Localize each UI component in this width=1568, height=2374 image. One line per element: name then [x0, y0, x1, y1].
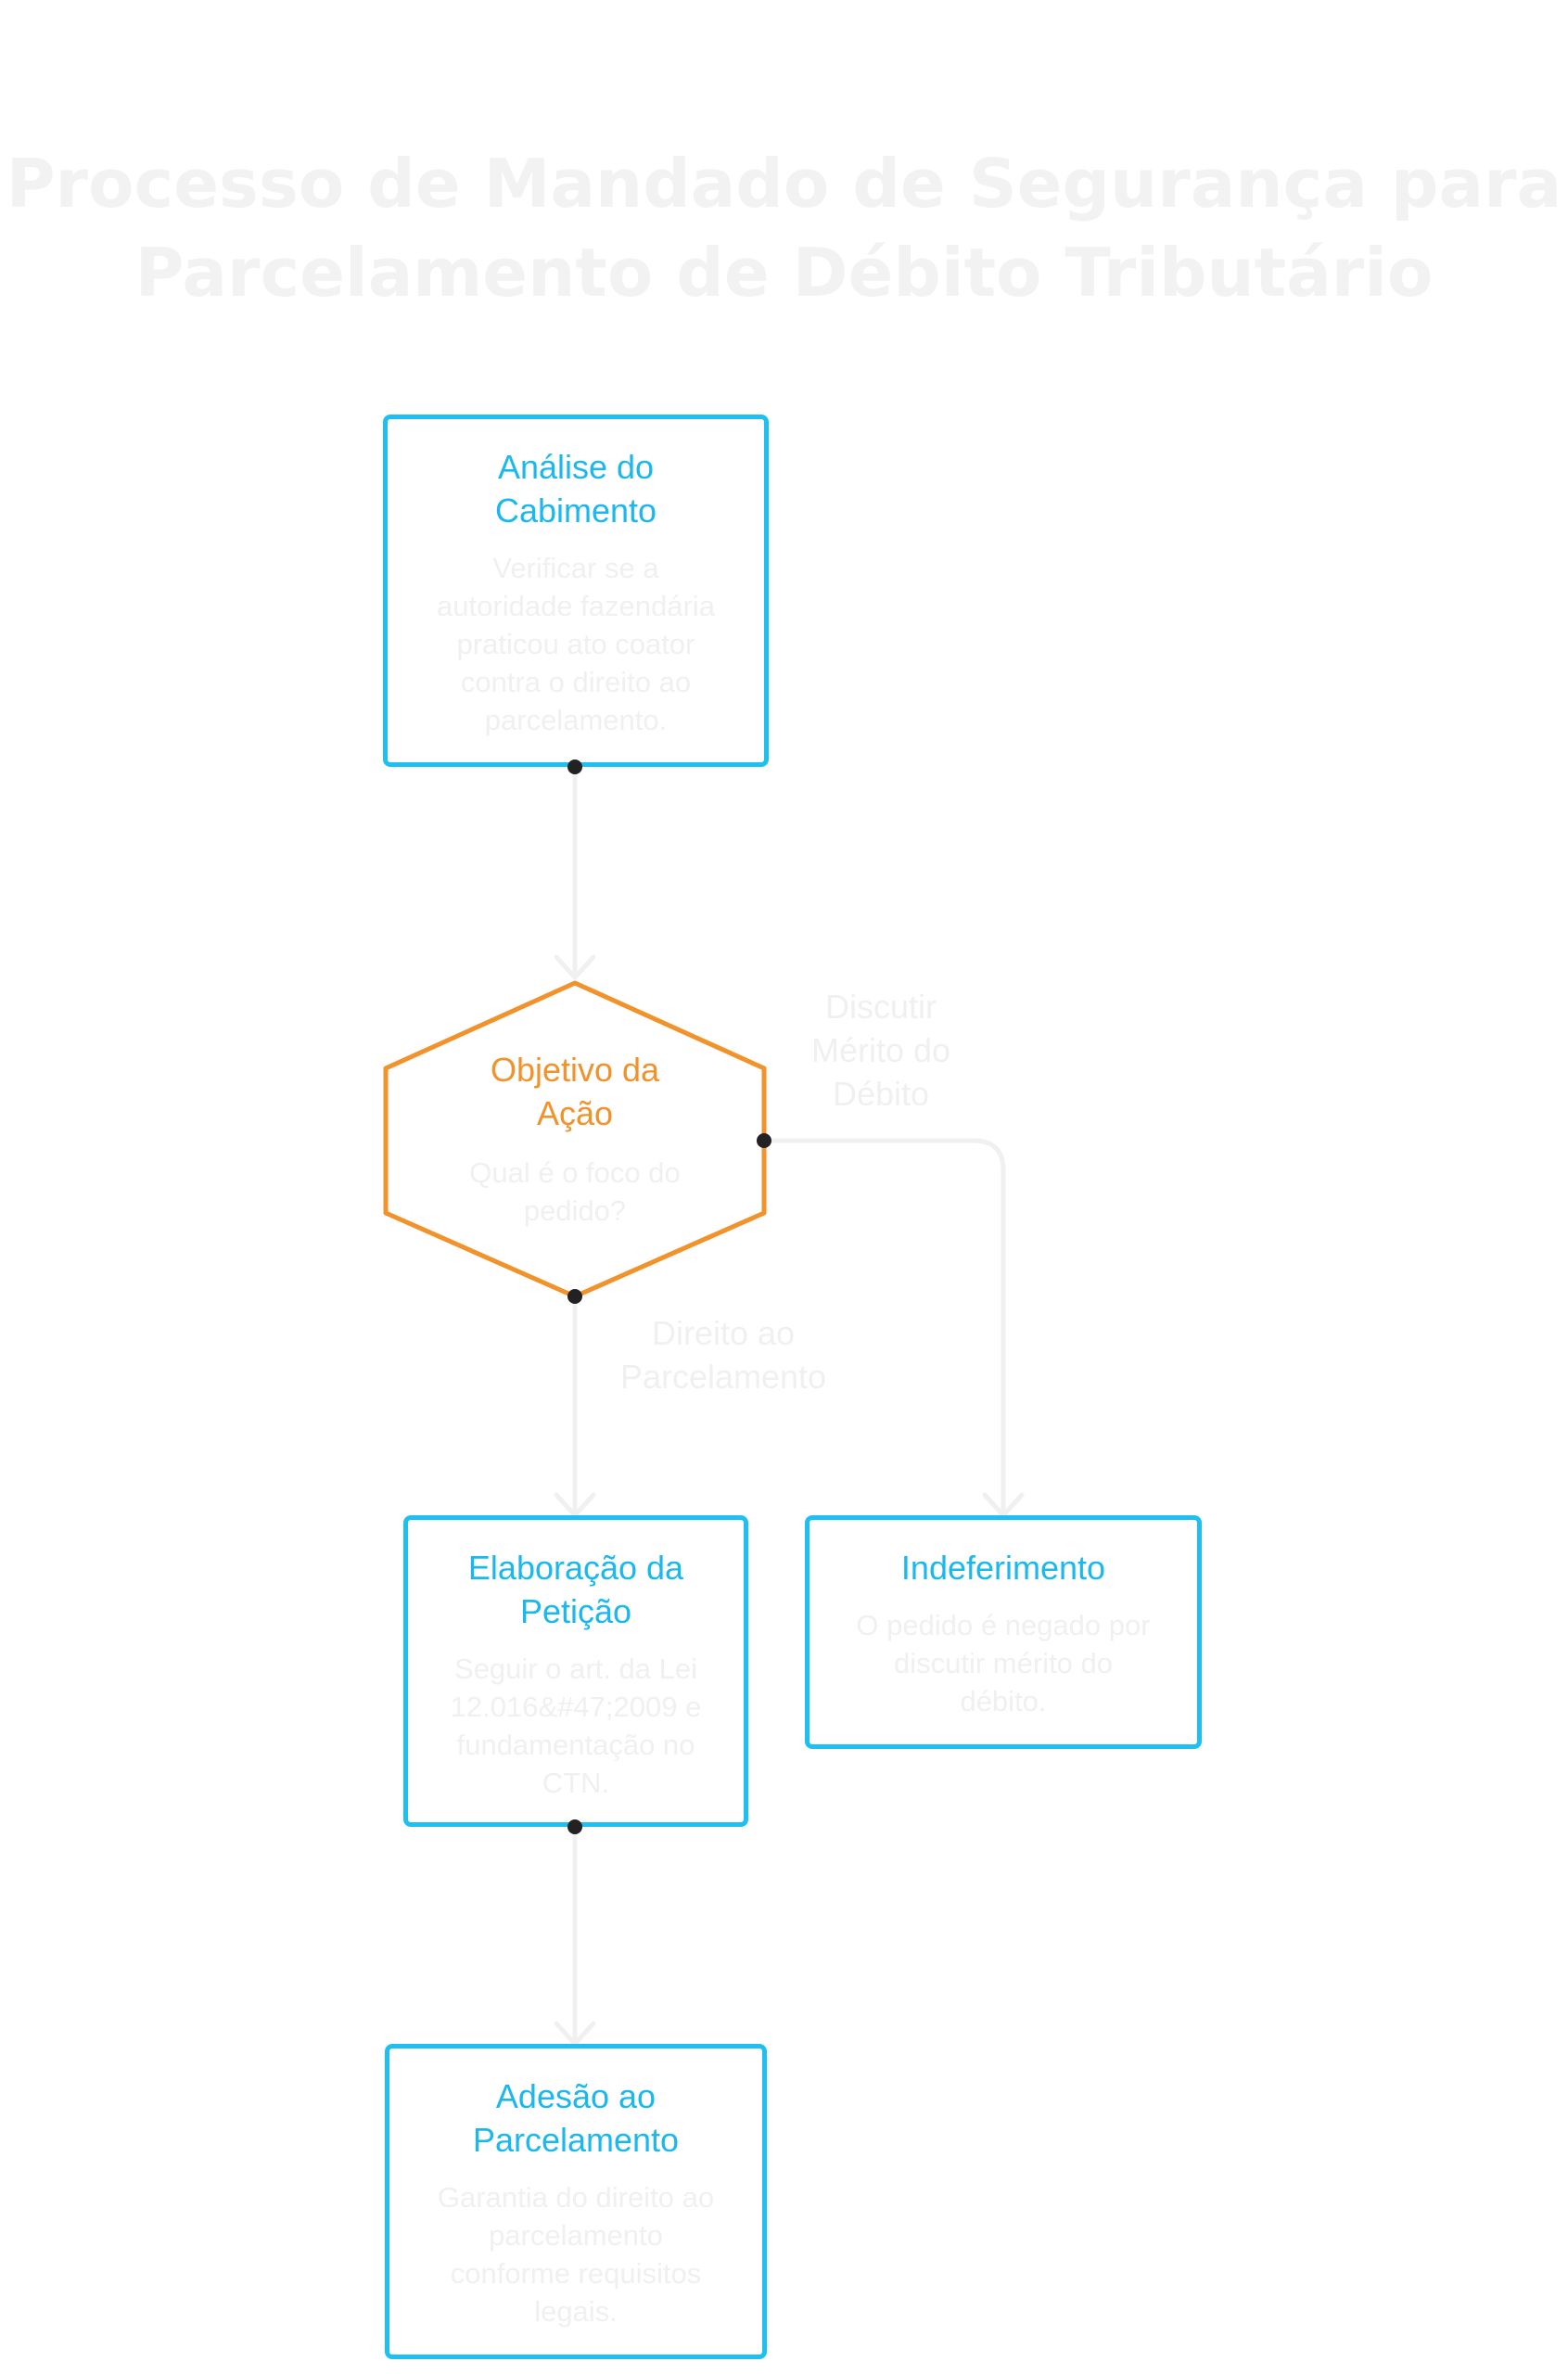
- title-line-1: Processo de Mandado de Segurança para: [6, 145, 1562, 223]
- node-title: Análise do Cabimento: [494, 448, 657, 530]
- node-title: Indeferimento: [900, 1549, 1106, 1587]
- node-elaboracao-peticao: Elaboração da Petição Seguir o art. da L…: [403, 1515, 748, 1827]
- node-title: Elaboração da Petição: [467, 1549, 684, 1630]
- connector-dot: [567, 759, 582, 774]
- connector-dot: [757, 1133, 771, 1148]
- edge-label-direito-parcelamento: Direito ao Parcelamento: [619, 1314, 827, 1396]
- node-adesao-parcelamento: Adesão ao Parcelamento Garantia do direi…: [385, 2044, 767, 2359]
- node-title: Objetivo da Ação: [490, 1051, 660, 1132]
- node-analise-cabimento: Análise do Cabimento Verificar se a auto…: [383, 415, 769, 767]
- edge-label-discutir-merito: Discutir Mérito do Débito: [810, 988, 951, 1113]
- node-indeferimento: Indeferimento O pedido é negado por disc…: [805, 1515, 1202, 1749]
- edge-objetivo-indeferimento: [761, 1138, 1006, 1516]
- diagram-title: Processo de Mandado de Segurança para Pa…: [0, 139, 1568, 317]
- node-objetivo-acao: Objetivo da Ação Qual é o foco do pedido…: [386, 983, 764, 1296]
- connector-dot: [567, 1819, 582, 1834]
- title-line-2: Parcelamento de Débito Tributário: [134, 234, 1434, 312]
- node-description: O pedido é negado por discutir mérito do…: [856, 1609, 1151, 1717]
- node-description: Seguir o art. da Lei 12.016&#47;2009 e f…: [450, 1653, 702, 1799]
- connector-dot: [567, 1289, 582, 1304]
- node-description: Garantia do direito ao parcelamento conf…: [437, 2181, 715, 2328]
- node-title: Adesão ao Parcelamento: [472, 2077, 680, 2159]
- arrowhead-objetivo: [554, 954, 596, 980]
- node-description: Qual é o foco do pedido?: [469, 1156, 681, 1227]
- node-description: Verificar se a autoridade fazendária pra…: [437, 552, 715, 736]
